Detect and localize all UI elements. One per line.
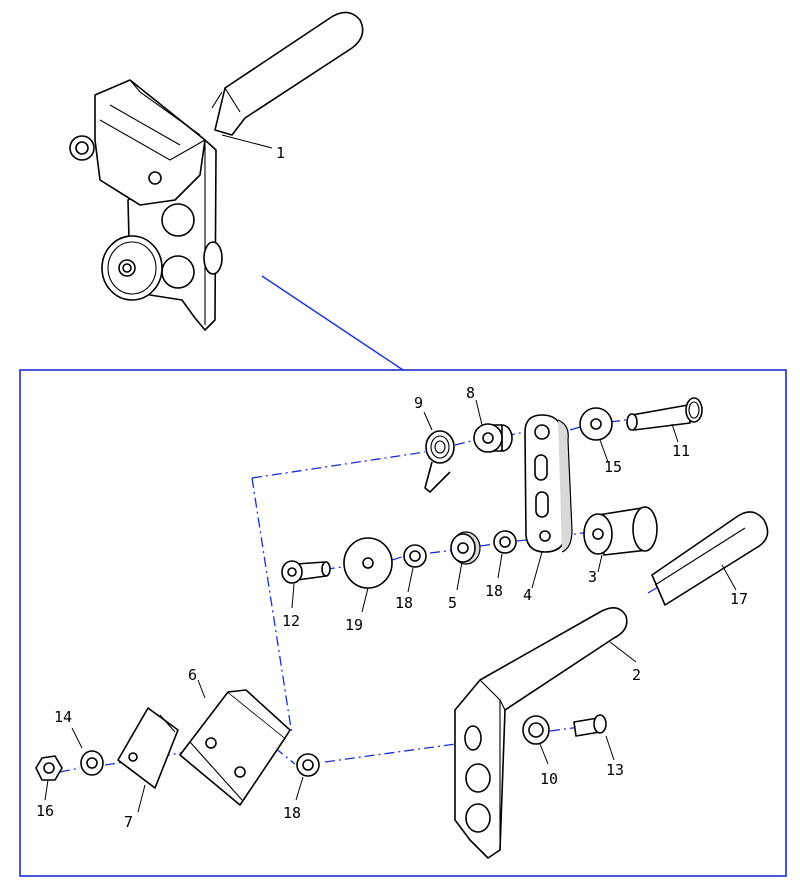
label-part-18-lower: 18 [283, 804, 301, 822]
washer-18-lower [296, 753, 320, 777]
label-part-13: 13 [606, 761, 624, 779]
clamp-piece [117, 707, 179, 789]
washer-18-right [493, 530, 517, 554]
lever-bracket [454, 607, 628, 859]
label-part-10: 10 [540, 770, 558, 788]
label-part-7: 7 [124, 813, 133, 831]
label-part-1: 1 [276, 144, 285, 162]
axis-upper [251, 417, 641, 479]
slotted-link [524, 414, 573, 553]
axis-link [251, 477, 293, 736]
washer-14 [80, 750, 104, 776]
hex-nut [35, 755, 63, 781]
bushing [473, 423, 513, 453]
leader-1 [221, 134, 273, 149]
detail-frame [19, 369, 787, 877]
label-part-6: 6 [188, 666, 197, 684]
large-washer [343, 537, 393, 589]
handle-grip [651, 511, 769, 606]
shoulder-bolt [281, 560, 331, 584]
label-part-14: 14 [54, 708, 72, 726]
label-part-11: 11 [672, 442, 690, 460]
label-part-17: 17 [730, 590, 748, 608]
roller-sleeve [583, 506, 658, 556]
detail-connector-line [261, 275, 404, 371]
clamp-block [179, 689, 291, 806]
bolt-13 [573, 714, 607, 737]
assembled-brake-lever [69, 11, 364, 331]
torsion-spring [424, 430, 455, 493]
label-part-18-right: 18 [485, 582, 503, 600]
label-part-16: 16 [36, 802, 54, 820]
label-part-4: 4 [523, 586, 532, 604]
label-part-18-middle: 18 [395, 594, 413, 612]
washer-18-middle [403, 544, 427, 568]
label-part-12: 12 [282, 612, 300, 630]
label-part-15: 15 [604, 458, 622, 476]
bearing [450, 531, 481, 565]
label-part-2: 2 [632, 666, 641, 684]
label-part-19: 19 [345, 616, 363, 634]
label-part-3: 3 [588, 568, 597, 586]
label-part-5: 5 [448, 594, 457, 612]
flange-nut [522, 715, 550, 745]
label-part-8: 8 [466, 384, 475, 402]
washer-15 [579, 407, 613, 441]
clevis-pin [626, 397, 703, 431]
label-part-9: 9 [414, 394, 423, 412]
